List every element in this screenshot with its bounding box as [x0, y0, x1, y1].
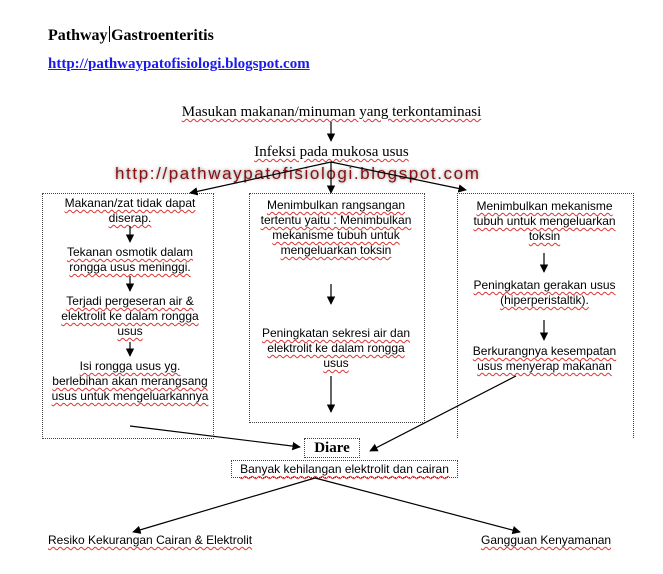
middle-node-1: Menimbulkan rangsangan tertentu yaitu : … [256, 198, 416, 258]
middle-node-2: Peningkatan sekresi air dan elektrolit k… [258, 326, 414, 371]
arrow-loss-to-outcome-right [314, 477, 521, 535]
box-left [42, 193, 214, 439]
arrow-right-to-diare [369, 375, 517, 452]
middle-node-1-label: Menimbulkan rangsangan tertentu yaitu : … [260, 198, 412, 257]
arrow-loss-to-outcome-left [132, 477, 316, 534]
right-node-3: Berkurangnya kesempatan usus menyerap ma… [462, 344, 627, 374]
outcome-fluid-risk: Resiko Kekurangan Cairan & Elektrolit [48, 533, 252, 547]
left-node-4-label: Isi rongga usus yg. berlebihan akan mera… [51, 359, 209, 403]
middle-node-2-label: Peningkatan sekresi air dan elektrolit k… [261, 326, 411, 370]
right-node-3-label: Berkurangnya kesempatan usus menyerap ma… [472, 344, 617, 373]
left-node-2-label: Tekanan osmotik dalam rongga usus mening… [66, 245, 194, 274]
node-infection-label: Infeksi pada mukosa usus [254, 144, 409, 160]
arrow-left-to-diare [129, 425, 301, 451]
left-node-3-label: Terjadi pergeseran air & elektrolit ke d… [61, 294, 199, 338]
left-node-4: Isi rongga usus yg. berlebihan akan mera… [50, 359, 210, 404]
node-diarrhea: Diare [304, 438, 360, 458]
left-node-3: Terjadi pergeseran air & elektrolit ke d… [48, 294, 212, 339]
arrow-infection-to-left [189, 161, 332, 196]
node-contaminated-intake-label: Masukan makanan/minuman yang terkontamin… [181, 104, 482, 120]
box-middle [249, 193, 425, 423]
node-infection: Infeksi pada mukosa usus [0, 144, 663, 161]
node-fluid-loss: Banyak kehilangan elektrolit dan cairan [231, 460, 458, 478]
watermark: http://pathwaypatofisiologi.blogspot.com [115, 164, 481, 183]
right-node-1: Menimbulkan mekanisme tubuh untuk mengel… [462, 199, 627, 244]
title-right: Gastroenteritis [111, 27, 214, 44]
node-contaminated-intake: Masukan makanan/minuman yang terkontamin… [0, 104, 663, 121]
arrow-infection-to-right [330, 161, 467, 193]
right-node-1-label: Menimbulkan mekanisme tubuh untuk mengel… [473, 199, 616, 243]
left-node-2: Tekanan osmotik dalam rongga usus mening… [50, 245, 210, 275]
blog-link[interactable]: http://pathwaypatofisiologi.blogspot.com [48, 56, 310, 72]
title-left: Pathway [48, 27, 108, 44]
right-node-2: Peningkatan gerakan usus (hiperperistalt… [462, 278, 627, 308]
node-fluid-loss-label: Banyak kehilangan elektrolit dan cairan [240, 462, 449, 476]
outcome-discomfort: Gangguan Kenyamanan [481, 533, 611, 547]
box-right [457, 193, 634, 438]
outcome-discomfort-label: Gangguan Kenyamanan [481, 533, 612, 547]
right-node-2-label: Peningkatan gerakan usus (hiperperistalt… [473, 278, 616, 307]
outcome-fluid-risk-label: Resiko Kekurangan Cairan & Elektrolit [48, 533, 253, 547]
left-node-1-label: Makanan/zat tidak dapat diserap. [64, 196, 196, 225]
text-cursor [108, 26, 111, 42]
left-node-1: Makanan/zat tidak dapat diserap. [50, 196, 210, 226]
